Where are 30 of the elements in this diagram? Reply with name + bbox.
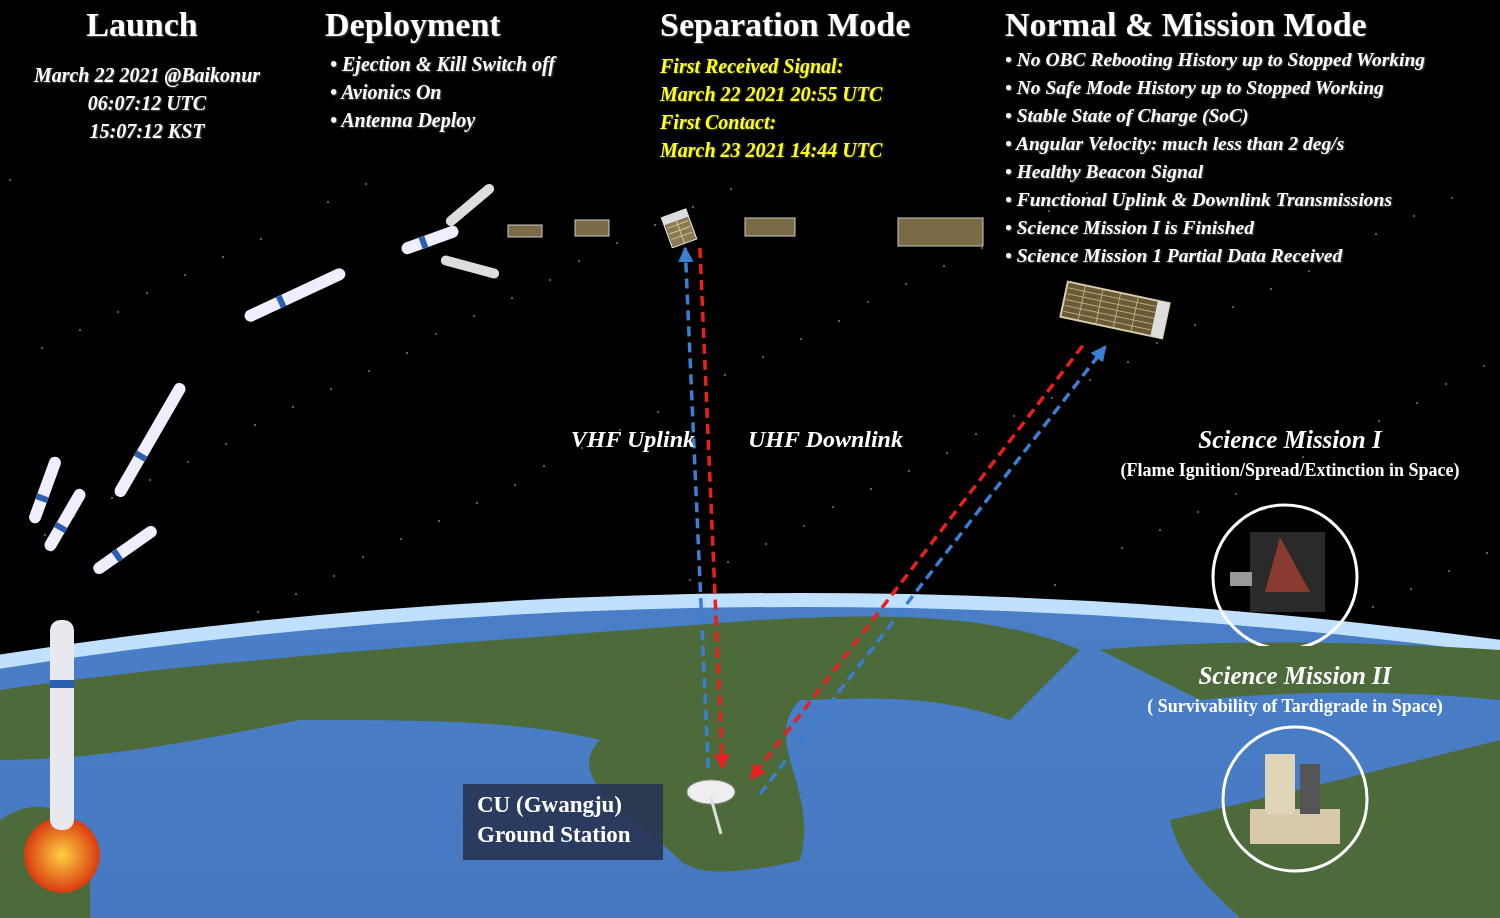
status-text: • Antenna Deploy bbox=[330, 109, 476, 132]
edge-label: VHF Uplink bbox=[570, 426, 695, 453]
mission-heading: Science Mission I bbox=[1197, 426, 1384, 454]
ground-station-label: CU (Gwangju) Ground Station bbox=[463, 784, 663, 860]
status-text: • Functional Uplink & Downlink Transmissions bbox=[1005, 189, 1393, 211]
dashed-arrow bbox=[698, 247, 730, 770]
mission-description: (Flame Ignition/Spread/Extinction in Space) bbox=[1119, 460, 1461, 481]
section-heading: Normal & Mission Mode bbox=[1005, 6, 1367, 44]
status-text: • Angular Velocity: much less than 2 deg/s bbox=[1005, 133, 1345, 155]
status-text: • No OBC Rebooting History up to Stopped Working bbox=[1005, 49, 1425, 71]
mission-description: ( Survivability of Tardigrade in Space) bbox=[1146, 696, 1444, 717]
status-text: • Avionics On bbox=[330, 81, 442, 104]
dashed-arrow bbox=[677, 246, 710, 769]
section-heading: Deployment bbox=[325, 6, 501, 44]
status-text: • Science Mission I is Finished bbox=[1005, 217, 1254, 239]
status-text: First Contact: bbox=[660, 111, 777, 134]
status-text: March 22 2021 @Baikonur bbox=[32, 64, 262, 87]
status-text: First Received Signal: bbox=[660, 55, 844, 78]
status-text: • Science Mission 1 Partial Data Received bbox=[1005, 245, 1343, 267]
status-text: • Stable State of Charge (SoC) bbox=[1005, 105, 1249, 127]
edge-label: UHF Downlink bbox=[748, 426, 903, 453]
mission-heading: Science Mission II bbox=[1197, 662, 1393, 690]
status-text: March 23 2021 14:44 UTC bbox=[660, 139, 883, 162]
status-text: • Ejection & Kill Switch off bbox=[330, 53, 555, 76]
status-text: • Healthy Beacon Signal bbox=[1005, 161, 1204, 183]
section-heading: Separation Mode bbox=[660, 6, 911, 44]
status-text: • No Safe Mode History up to Stopped Working bbox=[1005, 77, 1384, 99]
status-text: 06:07:12 UTC bbox=[86, 92, 208, 115]
status-text: 15:07:12 KST bbox=[88, 120, 206, 143]
status-text: March 22 2021 20:55 UTC bbox=[660, 83, 883, 106]
